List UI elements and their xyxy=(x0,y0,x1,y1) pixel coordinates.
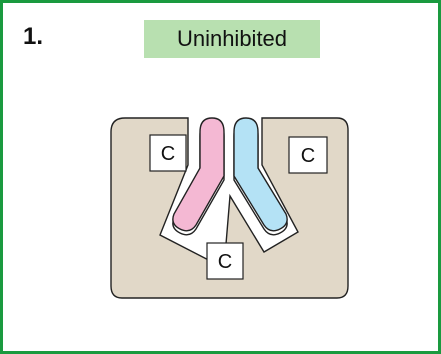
inhibitor-arm-left xyxy=(172,117,225,236)
panel-title: Uninhibited xyxy=(144,20,320,58)
binding-site-label-left: C xyxy=(161,143,175,165)
binding-site-label-right: C xyxy=(301,145,315,167)
binding-site-bottom: C xyxy=(206,242,244,280)
binding-site-right: C xyxy=(288,136,328,174)
binding-site-left: C xyxy=(149,134,187,172)
inhibitor-arm-right xyxy=(233,117,288,236)
panel-number: 1. xyxy=(23,23,44,50)
binding-site-label-bottom: C xyxy=(218,251,232,273)
